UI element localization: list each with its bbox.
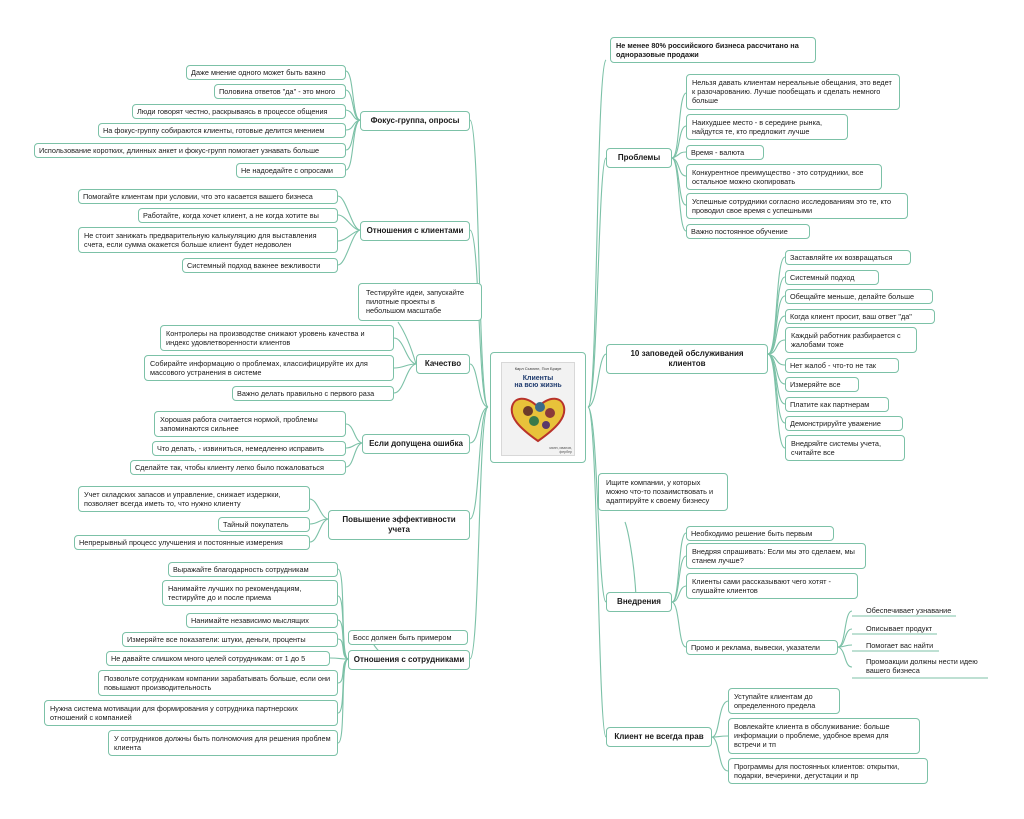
problems-item-4[interactable]: Конкурентное преимущество - это сотрудни…: [686, 164, 882, 191]
quality-item-2[interactable]: Собирайте информацию о проблемах, класси…: [144, 355, 394, 382]
staff-item-2[interactable]: Нанимайте лучших по рекомендациям, тести…: [162, 580, 338, 607]
topic-client-relations[interactable]: Отношения с клиентами: [360, 221, 470, 241]
promo-item-4: Промоакции должны нести идею вашего бизн…: [866, 657, 978, 676]
client-item-1[interactable]: Уступайте клиентам до определенного пред…: [728, 688, 840, 715]
note-80-percent[interactable]: Не менее 80% российского бизнеса рассчит…: [610, 37, 816, 64]
quality-item-1[interactable]: Контролеры на производстве снижают урове…: [160, 325, 394, 352]
client-item-2[interactable]: Вовлекайте клиента в обслуживание: больш…: [728, 718, 920, 754]
implementation-item-4[interactable]: Промо и реклама, вывески, указатели: [686, 640, 838, 656]
implementation-item-3[interactable]: Клиенты сами рассказывают чего хотят - с…: [686, 573, 858, 600]
staff-item-3[interactable]: Нанимайте независимо мыслящих: [186, 613, 338, 629]
book-author: Карл Сьюэлл, Пол Браун: [514, 366, 562, 371]
implementation-note[interactable]: Ищите компании, у которых можно что-то п…: [598, 473, 728, 511]
focus-item-3[interactable]: Люди говорят честно, раскрываясь в проце…: [132, 104, 346, 120]
topic-implementation[interactable]: Внедрения: [606, 592, 672, 612]
staff-item-7[interactable]: Нужна система мотивации для формирования…: [44, 700, 338, 727]
relations-item-1[interactable]: Помогайте клиентам при условии, что это …: [78, 189, 338, 205]
topic-accounting-efficiency[interactable]: Повышение эффективности учета: [328, 510, 470, 540]
topic-quality[interactable]: Качество: [416, 354, 470, 374]
commandment-8[interactable]: Платите как партнерам: [785, 397, 889, 413]
topic-client-not-always-right[interactable]: Клиент не всегда прав: [606, 727, 712, 747]
topic-staff-relations[interactable]: Отношения с сотрудниками: [348, 650, 470, 670]
commandment-5[interactable]: Каждый работник разбирается с жалобами т…: [785, 327, 917, 354]
book-cover-image: Карл Сьюэлл, Пол Браун Клиенты на всю жи…: [501, 362, 575, 456]
quality-note[interactable]: Тестируйте идеи, запускайте пилотные про…: [358, 283, 482, 321]
commandment-7[interactable]: Измеряйте все: [785, 377, 859, 393]
problems-item-5[interactable]: Успешные сотрудники согласно исследовани…: [686, 193, 908, 220]
problems-item-6[interactable]: Важно постоянное обучение: [686, 224, 810, 240]
focus-item-1[interactable]: Даже мнение одного может быть важно: [186, 65, 346, 81]
client-item-3[interactable]: Программы для постоянных клиентов: откры…: [728, 758, 928, 785]
promo-item-1: Обеспечивает узнавание: [866, 606, 952, 615]
quality-item-3[interactable]: Важно делать правильно с первого раза: [232, 386, 394, 402]
focus-item-5[interactable]: Использование коротких, длинных анкет и …: [34, 143, 346, 159]
commandment-1[interactable]: Заставляйте их возвращаться: [785, 250, 911, 266]
book-publisher: манн, иванов, фербер: [549, 446, 572, 454]
accounting-item-3[interactable]: Непрерывный процесс улучшения и постоянн…: [74, 535, 310, 551]
promo-item-3: Помогает вас найти: [866, 641, 934, 650]
central-book-node[interactable]: Карл Сьюэлл, Пол Браун Клиенты на всю жи…: [490, 352, 586, 463]
topic-focus-group[interactable]: Фокус-группа, опросы: [360, 111, 470, 131]
accounting-item-1[interactable]: Учет складских запасов и управление, сни…: [78, 486, 310, 513]
book-title-line-2: на всю жизнь: [514, 382, 562, 389]
commandment-2[interactable]: Системный подход: [785, 270, 879, 286]
commandment-9[interactable]: Демонстрируйте уважение: [785, 416, 903, 432]
commandment-3[interactable]: Обещайте меньше, делайте больше: [785, 289, 933, 305]
staff-note-boss[interactable]: Босс должен быть примером: [348, 630, 468, 646]
focus-item-4[interactable]: На фокус-группу собираются клиенты, гото…: [98, 123, 346, 139]
errors-item-1[interactable]: Хорошая работа считается нормой, проблем…: [154, 411, 346, 438]
topic-10-commandments[interactable]: 10 заповедей обслуживания клиентов: [606, 344, 768, 374]
staff-item-4[interactable]: Измеряйте все показатели: штуки, деньги,…: [122, 632, 338, 648]
topic-error-made[interactable]: Если допущена ошибка: [362, 434, 470, 454]
relations-item-3[interactable]: Не стоит занижать предварительную кальку…: [78, 227, 338, 254]
promo-item-2: Описывает продукт: [866, 624, 933, 633]
focus-item-6[interactable]: Не надоедайте с опросами: [236, 163, 346, 179]
focus-item-2[interactable]: Половина ответов "да" - это много: [214, 84, 346, 100]
staff-item-8[interactable]: У сотрудников должны быть полномочия для…: [108, 730, 338, 757]
relations-item-4[interactable]: Системный подход важнее вежливости: [182, 258, 338, 274]
problems-item-3[interactable]: Время - валюта: [686, 145, 764, 161]
commandment-4[interactable]: Когда клиент просит, ваш ответ "да": [785, 309, 935, 325]
errors-item-3[interactable]: Сделайте так, чтобы клиенту легко было п…: [130, 460, 346, 476]
staff-item-5[interactable]: Не давайте слишком много целей сотрудник…: [106, 651, 330, 667]
book-title-line-1: Клиенты: [522, 375, 554, 382]
heart-illustration: [510, 397, 566, 443]
staff-item-6[interactable]: Позвольте сотрудникам компании зарабатыв…: [98, 670, 338, 697]
relations-item-2[interactable]: Работайте, когда хочет клиент, а не когд…: [138, 208, 338, 224]
problems-item-1[interactable]: Нельзя давать клиентам нереальные обещан…: [686, 74, 900, 110]
topic-problems[interactable]: Проблемы: [606, 148, 672, 168]
errors-item-2[interactable]: Что делать, - извиниться, немедленно исп…: [152, 441, 346, 457]
implementation-item-1[interactable]: Необходимо решение быть первым: [686, 526, 834, 542]
book-title: Клиенты на всю жизнь: [504, 375, 572, 389]
staff-item-1[interactable]: Выражайте благодарность сотрудникам: [168, 562, 338, 578]
accounting-item-2[interactable]: Тайный покупатель: [218, 517, 310, 533]
problems-item-2[interactable]: Наихудшее место - в середине рынка, найд…: [686, 114, 848, 141]
commandment-10[interactable]: Внедряйте системы учета, считайте все: [785, 435, 905, 462]
commandment-6[interactable]: Нет жалоб - что-то не так: [785, 358, 899, 374]
implementation-item-2[interactable]: Внедряя спрашивать: Если мы это сделаем,…: [686, 543, 866, 570]
